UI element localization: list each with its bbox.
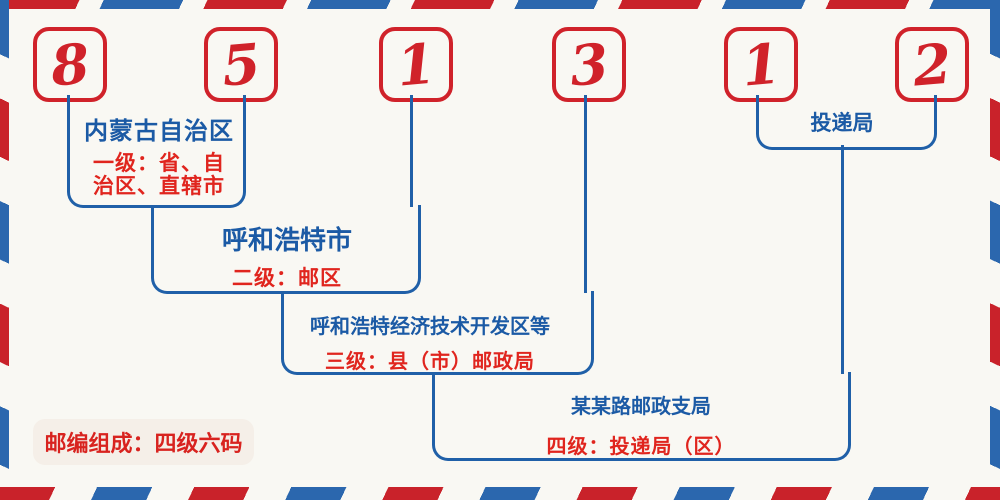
- label-level1: 内蒙古自治区 一级：省、自 治区、直辖市: [76, 111, 242, 198]
- digit-box-1: 8: [33, 27, 107, 102]
- level1-region-name: 内蒙古自治区: [84, 116, 234, 145]
- digit-box-3: 1: [379, 27, 453, 102]
- digit-5: 1: [739, 30, 783, 99]
- delivery-bureau-text: 投递局: [810, 110, 874, 135]
- level4-description: 四级：投递局（区）: [546, 434, 736, 458]
- digit-box-2: 5: [204, 27, 278, 102]
- level3-region-name: 呼和浩特经济技术开发区等: [310, 314, 550, 338]
- label-level3: 呼和浩特经济技术开发区等 三级：县（市）邮政局: [299, 310, 561, 374]
- label-level4: 某某路邮政支局 四级：投递局（区）: [521, 390, 761, 459]
- digit-box-6: 2: [895, 27, 969, 102]
- connector-digit3-line: [410, 95, 413, 207]
- digit-4: 3: [567, 30, 611, 99]
- level3-description: 三级：县（市）邮政局: [325, 349, 535, 373]
- airmail-border-bottom: [0, 487, 1000, 500]
- level4-region-name: 某某路邮政支局: [571, 394, 711, 418]
- connector-delivery-line: [841, 145, 844, 374]
- airmail-border-right: [990, 0, 1000, 500]
- label-delivery-bureau: 投递局: [779, 107, 905, 137]
- airmail-border-top: [0, 0, 1000, 9]
- digit-6: 2: [910, 30, 954, 99]
- footer-note-text: 邮编组成：四级六码: [44, 432, 243, 457]
- digit-3: 1: [394, 30, 438, 99]
- footer-note-pill: 邮编组成：四级六码: [33, 419, 254, 465]
- digit-1: 8: [48, 30, 92, 99]
- level2-region-name: 呼和浩特市: [221, 226, 352, 256]
- bracket-level4: [432, 372, 851, 461]
- digit-box-5: 1: [724, 27, 798, 102]
- label-level2: 呼和浩特市 二级：邮区: [207, 220, 367, 292]
- bracket-delivery-bureau: [756, 95, 937, 150]
- digit-box-4: 3: [552, 27, 626, 102]
- airmail-border-left: [0, 0, 9, 500]
- digit-2: 5: [219, 30, 263, 99]
- level1-description: 一级：省、自 治区、直辖市: [93, 151, 225, 198]
- level2-description: 二级：邮区: [232, 266, 342, 290]
- connector-digit4-line: [584, 95, 587, 293]
